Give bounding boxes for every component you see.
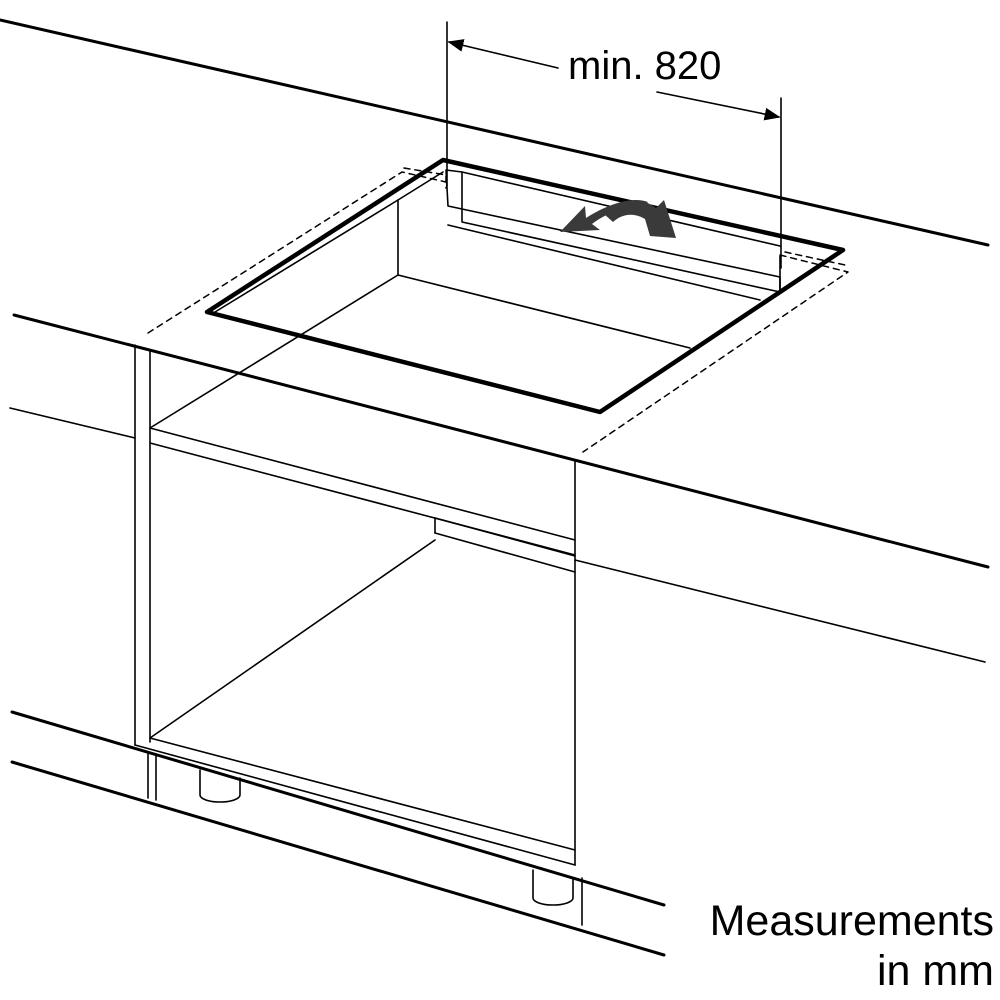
- shelf-top-diagonal: [149, 274, 399, 429]
- curved-double-arrow-icon: [560, 199, 676, 238]
- cabinet-base-front: [134, 744, 576, 866]
- worktop-front-edge: [12, 313, 990, 569]
- side-cabinet-line: [574, 559, 986, 663]
- back-rail: [434, 517, 576, 557]
- rear-vent-slot: [445, 169, 781, 293]
- units-note-line1: Measurements: [710, 897, 994, 945]
- back-rail-lower: [434, 532, 576, 573]
- hob-recess-back: [214, 199, 691, 349]
- cabinet-foot-rear: [199, 769, 241, 803]
- cabinet-foot-front: [532, 869, 574, 906]
- cabinet-back-line: [9, 407, 136, 439]
- front-rail-top: [149, 427, 576, 541]
- cabinet-floor-diagonal: [149, 539, 436, 739]
- dimension-line-right: [656, 91, 781, 121]
- cutout-dashed-inner: [403, 167, 447, 189]
- plinth-top-line: [10, 710, 666, 907]
- dimension-label: min. 820: [568, 44, 721, 88]
- rear-vent-bottom: [447, 224, 761, 301]
- dimension-line-left: [447, 39, 559, 69]
- cutout-dashed-left: [147, 171, 447, 334]
- hob-recess-right: [397, 171, 444, 201]
- floor-line: [10, 760, 666, 957]
- cutout-dashed-right: [582, 254, 849, 453]
- cabinet-base-inner: [149, 737, 576, 851]
- worktop-back-edge: [0, 18, 990, 247]
- hob-outline: [204, 157, 846, 415]
- units-note-line2: in mm: [877, 947, 994, 995]
